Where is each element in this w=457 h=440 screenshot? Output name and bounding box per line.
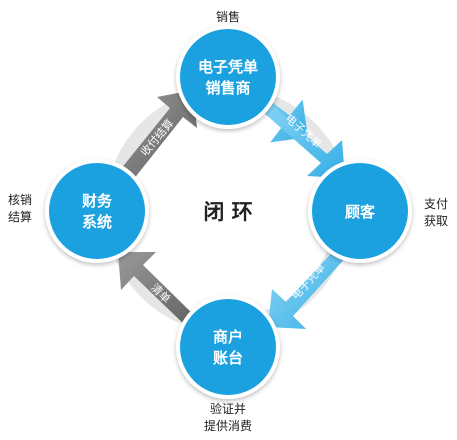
outer-label-top: 销售 xyxy=(216,9,240,24)
outer-label-left-line1: 核销 xyxy=(8,193,32,207)
outer-label-right-line1: 支付 xyxy=(424,197,448,211)
node-top xyxy=(176,25,280,129)
outer-label-bottom-line1: 验证并 xyxy=(210,401,246,416)
outer-label-left-line2: 结算 xyxy=(8,209,32,224)
outer-label-bottom-line2: 提供消费 xyxy=(204,418,252,433)
node-bottom-line1: 商户 xyxy=(213,328,243,346)
outer-label-right-line2: 获取 xyxy=(424,214,448,228)
node-top-line2: 销售商 xyxy=(205,79,250,97)
node-bottom-line2: 账台 xyxy=(213,349,243,367)
node-left xyxy=(45,159,149,263)
node-top-line1: 电子凭单 xyxy=(198,58,258,76)
node-right xyxy=(308,159,412,263)
node-right-line1: 顾客 xyxy=(345,203,376,221)
center-label: 闭 环 xyxy=(203,200,252,224)
node-bottom xyxy=(176,295,280,399)
node-left-line1: 财务 xyxy=(82,192,113,210)
node-left-line2: 系统 xyxy=(82,213,112,231)
